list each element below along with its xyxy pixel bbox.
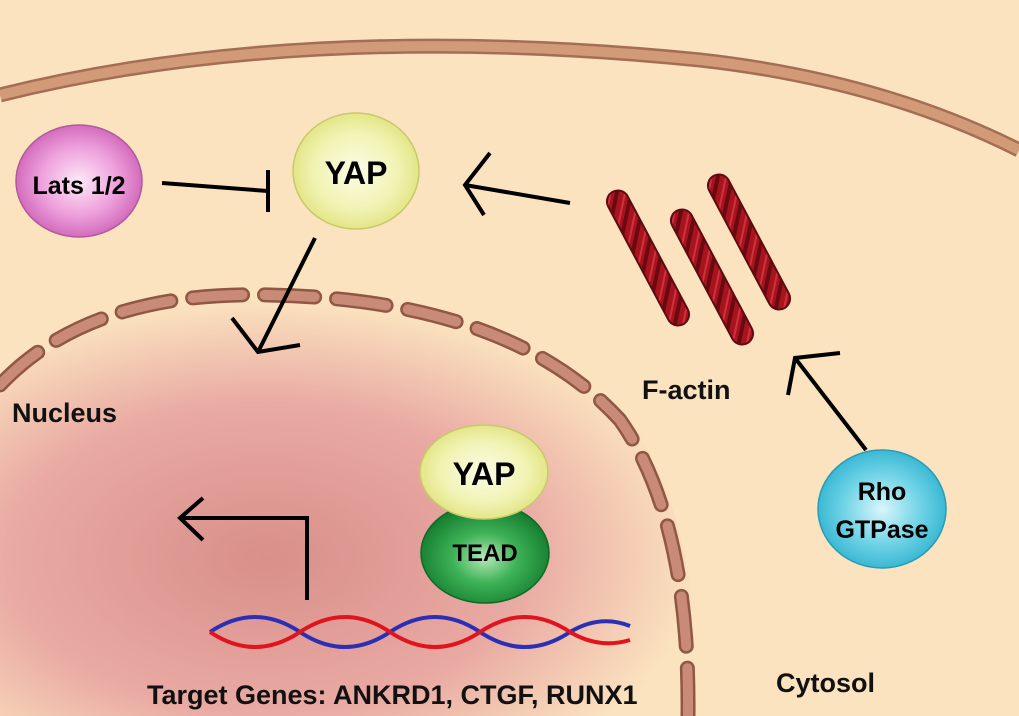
- yap-nucleus-node: YAP: [419, 424, 549, 520]
- tead-node: TEAD: [420, 502, 550, 604]
- tead-label: TEAD: [452, 540, 517, 567]
- lats-label: Lats 1/2: [32, 172, 125, 200]
- nucleus-body: [0, 300, 700, 716]
- f-actin-filaments: [605, 173, 792, 346]
- lats-node: Lats 1/2: [15, 124, 143, 238]
- transcription-arrow: [177, 496, 309, 600]
- yap-nucleus-label: YAP: [453, 456, 516, 492]
- rho-to-actin-arrow: [786, 351, 868, 452]
- yap-cytosol-node: YAP: [292, 112, 420, 230]
- rho-label-line1: Rho: [858, 478, 907, 506]
- dna-helix: [208, 615, 631, 649]
- cell-membrane: [0, 38, 1019, 157]
- rho-gtpase-node: Rho GTPase: [817, 449, 947, 569]
- inhibition-arrow: [161, 170, 270, 212]
- target-genes-label: Target Genes: ANKRD1, CTGF, RUNX1: [147, 680, 638, 710]
- yap-cytosol-label: YAP: [325, 155, 388, 191]
- rho-label-line2: GTPase: [835, 516, 928, 544]
- nuclear-envelope: [0, 287, 696, 716]
- cytosol-label: Cytosol: [776, 668, 875, 698]
- nucleus-label: Nucleus: [12, 398, 117, 428]
- yap-translocation-arrow: [230, 237, 317, 355]
- actin-to-yap-arrow: [462, 151, 571, 217]
- f-actin-label: F-actin: [642, 375, 731, 405]
